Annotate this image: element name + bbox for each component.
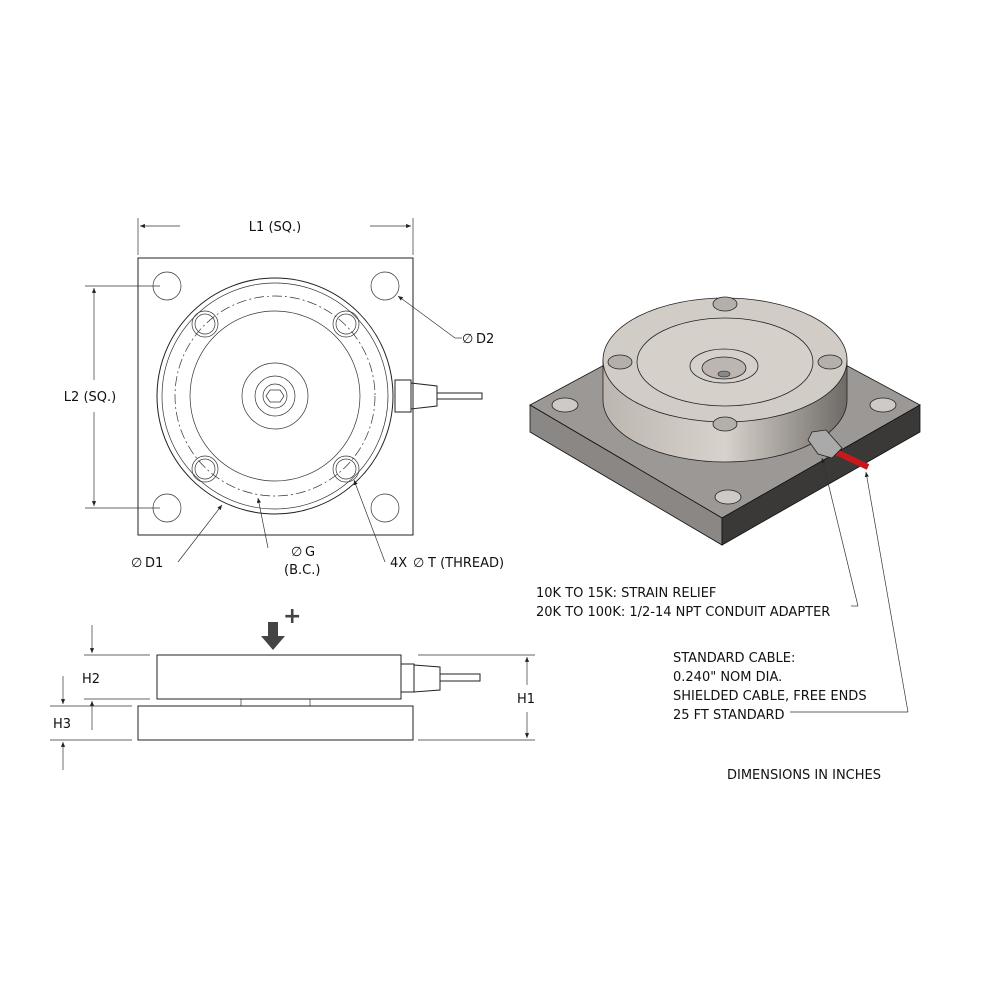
isometric-view [529,296,921,546]
g-symbol: ∅ [291,545,302,560]
units-note: DIMENSIONS IN INCHES [727,768,881,783]
d2-label: D2 [476,332,494,347]
g-label: G [305,545,315,560]
h1-label: H1 [517,692,535,707]
base-plate-outline [137,257,414,536]
load-arrow-icon [261,622,285,650]
outer-circle-d1 [156,277,394,515]
h2-label: H2 [82,672,100,687]
note-cable-line3: SHIELDED CABLE, FREE ENDS [673,689,867,704]
note-cable-line2: 0.240" NOM DIA. [673,670,782,685]
side-view: + H2 H3 H1 [50,604,535,770]
threaded-holes [191,310,360,483]
conduit-adapter [807,429,843,459]
threaded-holes-iso [607,296,843,432]
load-direction-plus: + [283,604,301,629]
l2-label: L2 (SQ.) [64,390,116,405]
thread-label: T (THREAD) [427,556,504,571]
thread-symbol: ∅ [413,556,424,571]
base-holes [551,397,897,505]
connector-side [400,663,481,693]
note-adapter-line2: 20K TO 100K: 1/2-14 NPT CONDUIT ADAPTER [536,605,830,620]
note-cable-line4: 25 FT STANDARD [673,708,785,723]
d1-label: D1 [145,556,163,571]
h3-label: H3 [53,717,71,732]
d2-symbol: ∅ [462,332,473,347]
bolt-circle [174,295,376,497]
note-cable-line1: STANDARD CABLE: [673,651,795,666]
hex-socket-iso [717,370,731,378]
note-adapter-line1: 10K TO 15K: STRAIN RELIEF [536,586,716,601]
l1-label: L1 (SQ.) [249,220,301,235]
base-plate-side [137,705,414,741]
top-view: L1 (SQ.) L2 (SQ.) ∅ D2 ∅ D1 ∅ G (B.C.) 4… [64,218,504,578]
d1-symbol: ∅ [131,556,142,571]
connector-top [394,379,483,413]
load-cell-body [156,654,402,700]
cable-red [834,449,870,470]
hex-socket [265,389,285,403]
thread-count: 4X [390,556,407,571]
notes: 10K TO 15K: STRAIN RELIEF 20K TO 100K: 1… [536,457,909,783]
bc-label: (B.C.) [284,563,320,578]
